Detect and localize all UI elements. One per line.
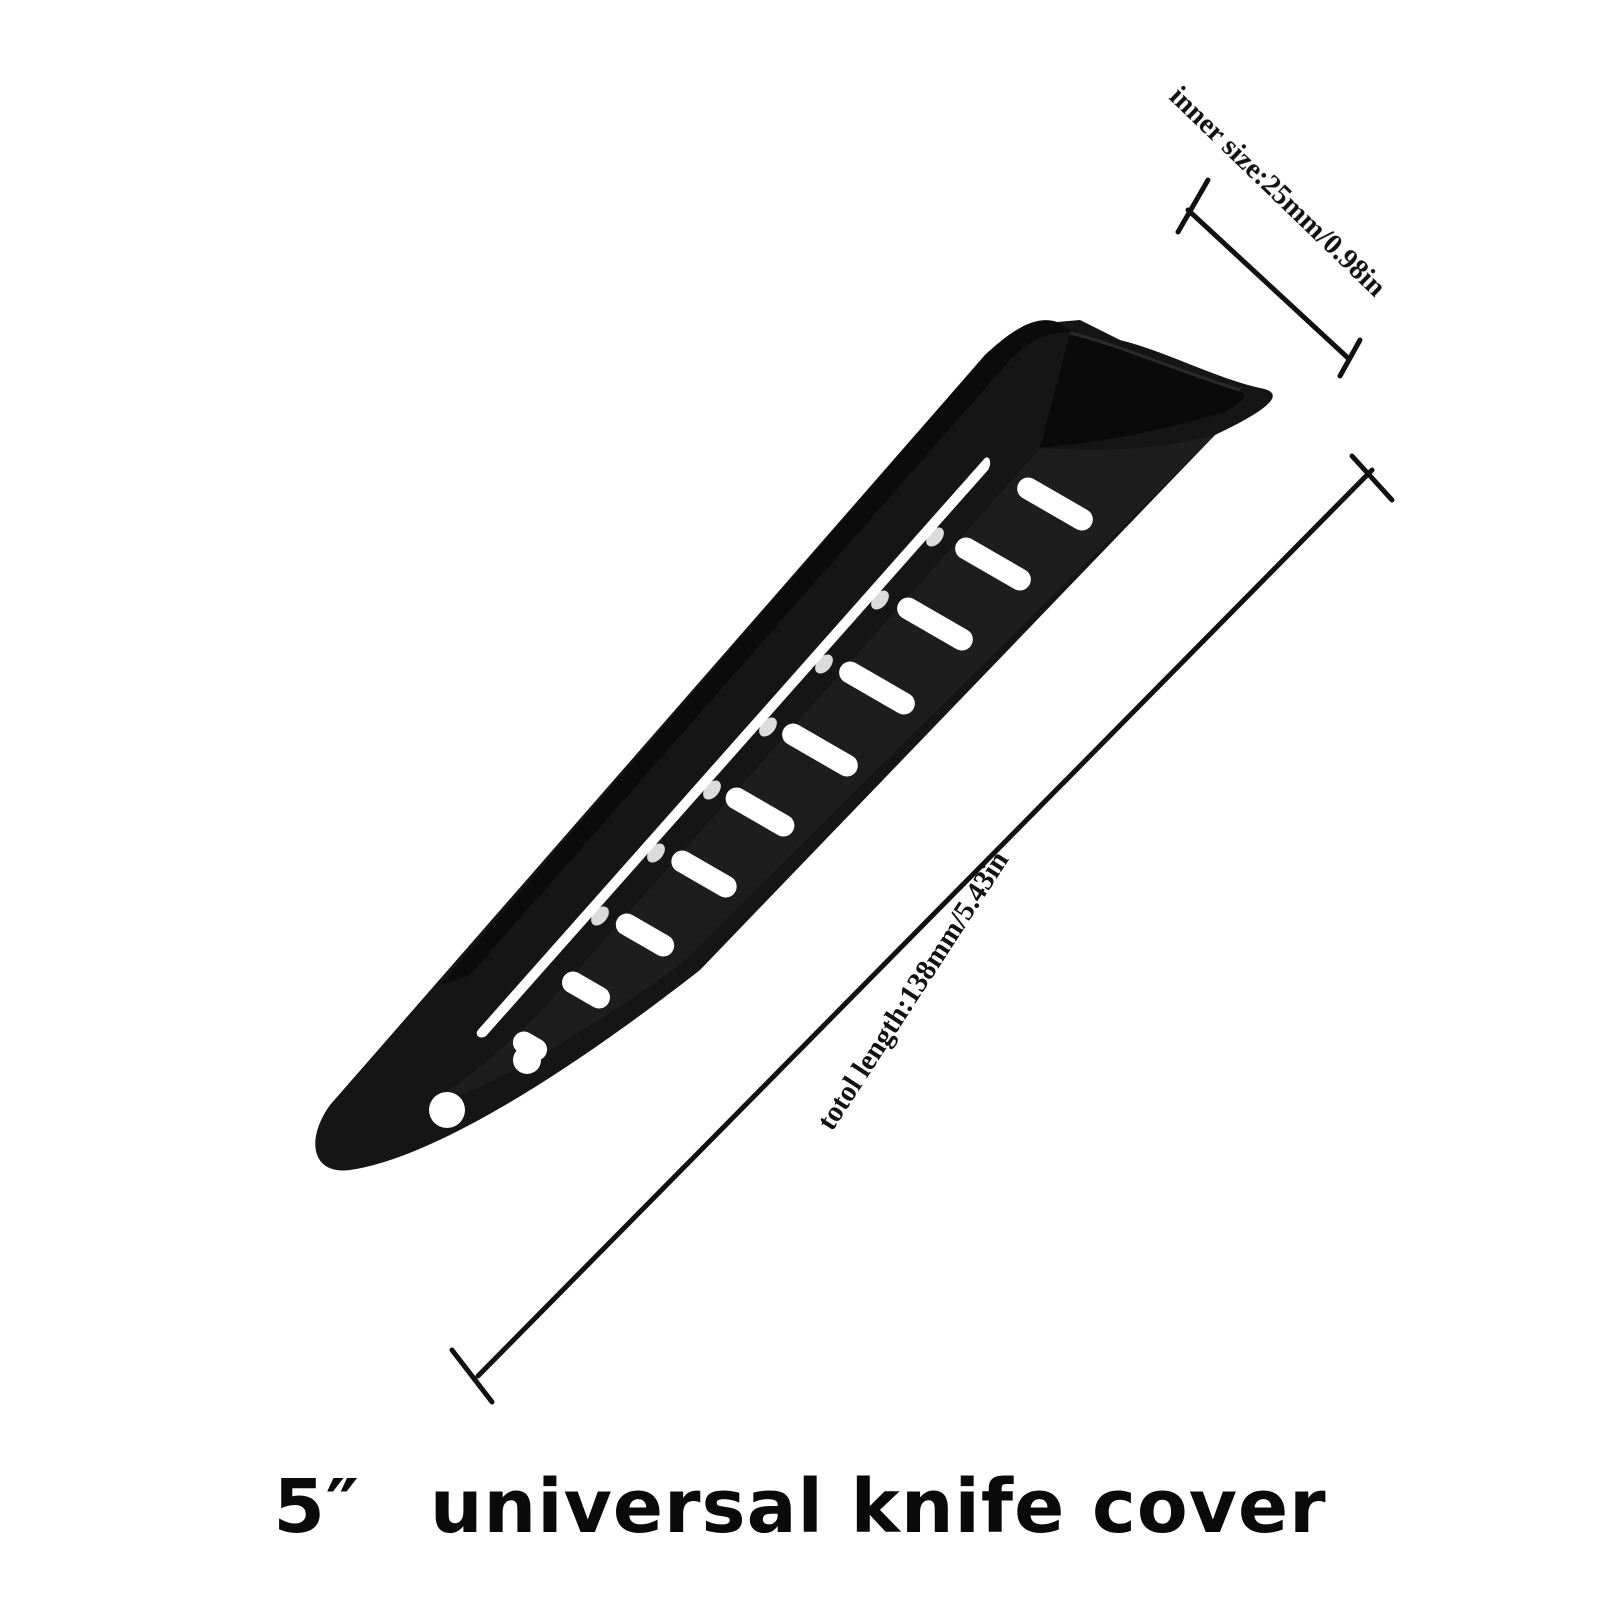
sheath-spine — [440, 320, 1075, 985]
vent-slots — [512, 477, 1093, 1061]
vent-slot — [562, 971, 610, 1009]
total-length-cap-start — [449, 1347, 495, 1405]
total-length-label: totol length:138mm/5.43in — [811, 845, 1015, 1135]
inner-size-line — [1185, 207, 1351, 361]
sheath-face — [420, 435, 1215, 1108]
caption-title: universal knife cover — [429, 1464, 1327, 1550]
vent-slot — [725, 787, 795, 837]
inner-size-label: inner size:25mm/0.98in — [1163, 80, 1392, 303]
spine-slot — [476, 457, 991, 1038]
vent-slot — [671, 850, 737, 898]
caption-size: 5″ — [273, 1464, 360, 1550]
tip-hole — [429, 1092, 465, 1128]
vent-slot — [1017, 477, 1093, 531]
inner-size-dimension — [1175, 177, 1363, 379]
total-length-cap-end — [1349, 453, 1395, 503]
vent-slot — [839, 661, 915, 715]
sheath-opening — [1040, 333, 1244, 448]
vent-slot — [955, 537, 1031, 591]
vent-slot — [897, 597, 973, 651]
inner-size-cap-start — [1175, 177, 1211, 235]
knife-sheath — [315, 320, 1273, 1171]
total-length-dimension — [449, 453, 1395, 1405]
tip-hole — [513, 1046, 541, 1074]
total-length-line — [475, 467, 1375, 1379]
vent-slot — [782, 723, 858, 777]
inner-size-cap-end — [1337, 337, 1363, 379]
sheath-rim-highlight — [1069, 331, 1241, 392]
product-caption: 5″ universal knife cover — [0, 1452, 1600, 1562]
vent-slot — [615, 913, 675, 957]
side-holes — [591, 527, 944, 926]
